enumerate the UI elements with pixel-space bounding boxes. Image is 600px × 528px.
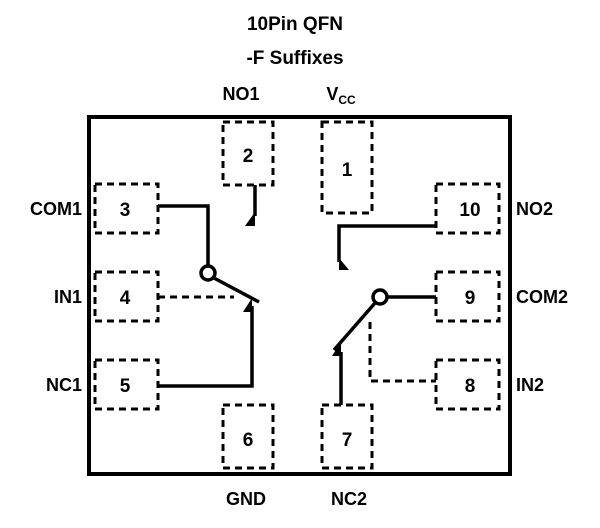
pin-4-number: 4 <box>120 288 131 309</box>
switch-1-blade <box>213 276 260 304</box>
pin-3-pad <box>93 182 160 235</box>
pin-5-name: NC1 <box>46 375 82 395</box>
switch-2-control-link <box>368 322 436 383</box>
pin-9-name: COM2 <box>516 287 568 307</box>
pin-7-number: 7 <box>342 430 353 451</box>
pin-5-number: 5 <box>120 376 131 397</box>
switch-2-pivot <box>371 288 389 306</box>
pin-7-pad <box>320 403 374 470</box>
pin-7-name: NC2 <box>331 489 367 509</box>
switch-2 <box>332 224 436 405</box>
switch-1-nc-contact-arrow <box>243 298 252 312</box>
package-outline <box>87 115 512 476</box>
pin-2-number: 2 <box>243 146 254 167</box>
title-line-2: -F Suffixes <box>246 48 343 69</box>
pin-3-number: 3 <box>120 200 131 221</box>
pin-9-pad <box>434 270 501 323</box>
pin-8-pad <box>434 358 501 411</box>
switch-1-nc-wire <box>158 306 254 388</box>
pin-10-number: 10 <box>459 200 480 221</box>
switch-2-no-contact-arrow <box>339 258 349 270</box>
pin-1-number: 1 <box>342 160 353 181</box>
pin-8-name: IN2 <box>516 375 544 395</box>
pin-9-number: 9 <box>465 288 476 309</box>
switch-1-com-wire <box>158 204 210 266</box>
pin-8-number: 8 <box>465 376 476 397</box>
pin-6-name: GND <box>226 489 266 509</box>
pin-6-pad <box>221 403 275 470</box>
pin-1-name: VCC <box>326 84 356 107</box>
pin-2-pad <box>221 120 275 187</box>
pin-6-number: 6 <box>243 430 254 451</box>
pin-3-name: COM1 <box>30 199 82 219</box>
switch-2-blade <box>332 301 377 352</box>
pin-10-pad <box>434 182 501 235</box>
pin-1-pad <box>320 120 374 215</box>
title-line-1: 10Pin QFN <box>247 14 343 35</box>
switch-2-nc-contact-arrow <box>332 342 341 356</box>
switch-2-no-wire <box>337 224 436 262</box>
switch-1-pivot <box>199 264 217 282</box>
switch-1-no-contact-arrow <box>245 212 255 226</box>
pin-4-name: IN1 <box>54 287 82 307</box>
pin-10-name: NO2 <box>516 199 553 219</box>
pin-2-name: NO1 <box>222 84 259 104</box>
switch-1 <box>158 185 260 388</box>
